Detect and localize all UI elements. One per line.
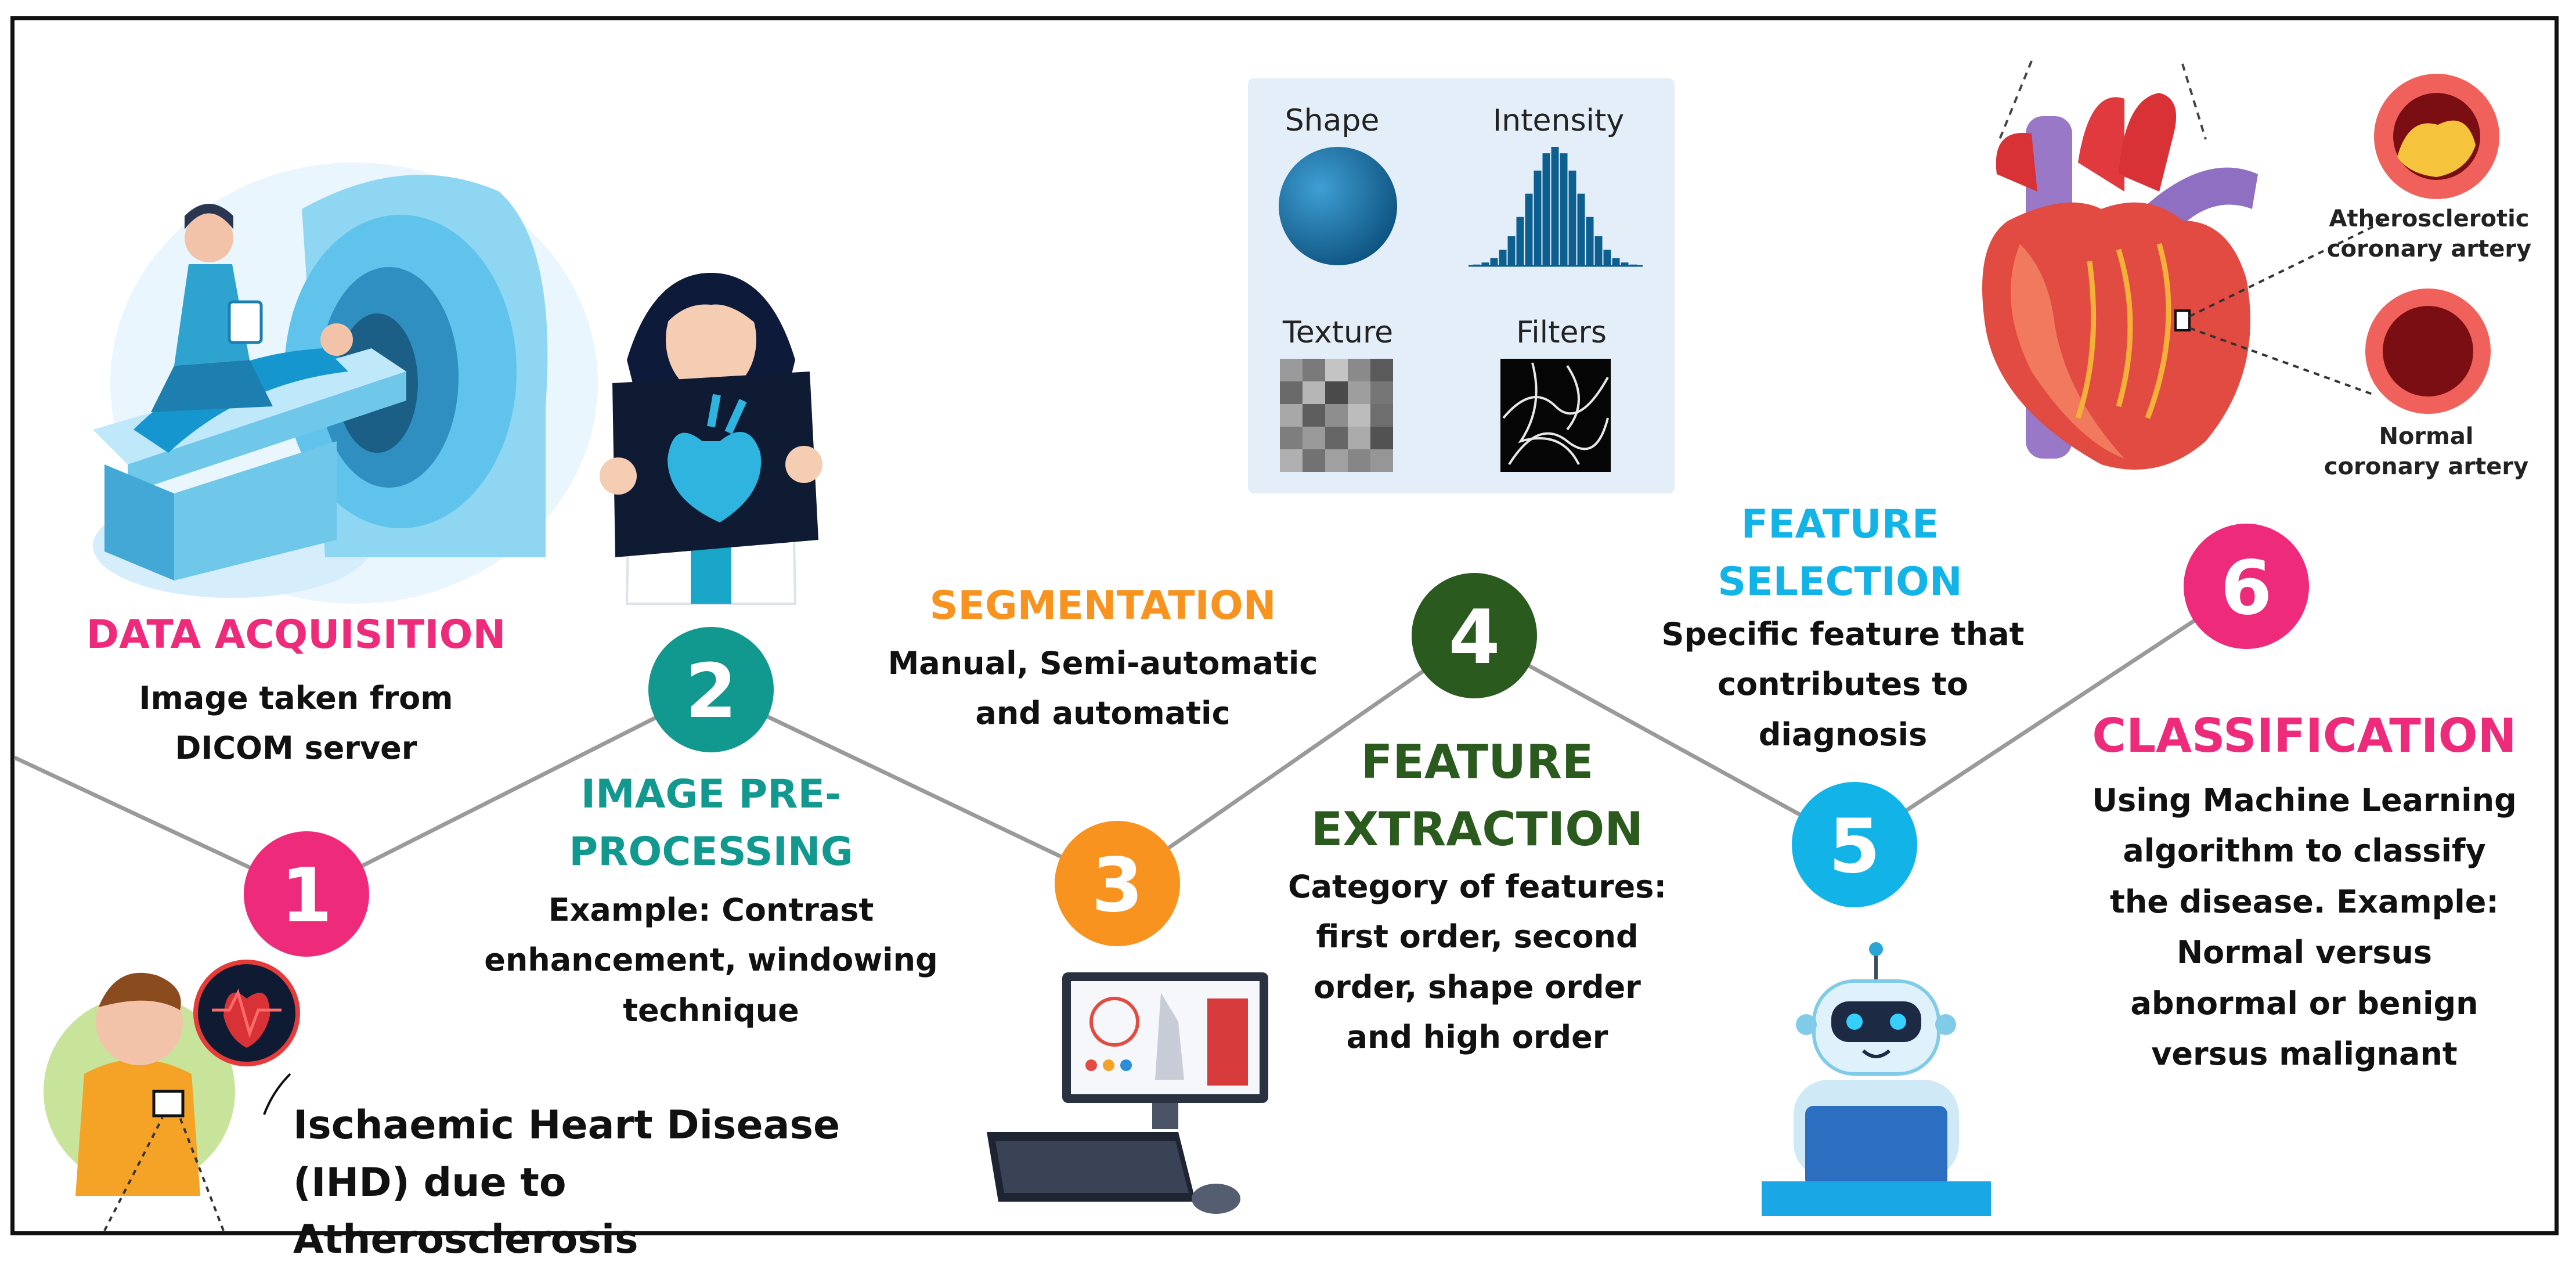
doctor-xray-illustration xyxy=(600,273,822,605)
feature-texture-label: Texture xyxy=(1282,315,1393,350)
step-node-1: 1 xyxy=(244,831,369,957)
computer-monitor-illustration xyxy=(987,972,1268,1214)
robot-laptop-illustration xyxy=(1762,942,1991,1216)
step-1-description: Image taken from DICOM server xyxy=(139,680,453,767)
step-3-title: SEGMENTATION xyxy=(929,583,1276,629)
step-number-6: 6 xyxy=(2220,545,2272,632)
feature-panel: Shape Intensity Texture Filters xyxy=(1248,78,1675,493)
step-number-5: 5 xyxy=(1828,803,1880,890)
step-6-title: CLASSIFICATION xyxy=(2092,709,2517,763)
step-5-title: FEATURE SELECTION xyxy=(1718,502,1962,605)
filters-edge-icon xyxy=(1500,359,1611,472)
normal-label-line1: Normal xyxy=(2379,423,2473,450)
step-node-3: 3 xyxy=(1055,821,1180,946)
step-node-4: 4 xyxy=(1412,573,1537,698)
step-number-1: 1 xyxy=(280,853,332,939)
step-4-title: FEATURE EXTRACTION xyxy=(1311,735,1644,856)
disease-caption: Ischaemic Heart Disease (IHD) due to Ath… xyxy=(293,1102,840,1263)
step-4-description: Category of features: first order, secon… xyxy=(1287,868,1667,1056)
feature-filters-label: Filters xyxy=(1516,315,1607,350)
step-node-6: 6 xyxy=(2184,524,2309,649)
step-number-3: 3 xyxy=(1091,842,1143,929)
normal-label-line2: coronary artery xyxy=(2324,453,2528,480)
ct-scanner-illustration xyxy=(93,163,598,604)
step-6-description: Using Machine Learning algorithm to clas… xyxy=(2092,782,2517,1073)
normal-artery-icon xyxy=(2365,289,2491,414)
step-number-2: 2 xyxy=(685,648,737,735)
step-number-4: 4 xyxy=(1448,594,1500,681)
step-3-description: Manual, Semi-automatic and automatic xyxy=(887,645,1318,732)
step-5-description: Specific feature that contributes to dia… xyxy=(1661,616,2025,753)
heart-anatomy-illustration: Atherosclerotic coronary artery Normal c… xyxy=(1982,60,2531,480)
atherosclerotic-label-line2: coronary artery xyxy=(2327,236,2531,262)
step-node-2: 2 xyxy=(648,627,774,752)
atherosclerotic-artery-icon xyxy=(2374,74,2499,199)
step-2-title: IMAGE PRE-PROCESSING xyxy=(569,772,853,875)
shape-sphere-icon xyxy=(1279,147,1397,265)
feature-intensity-label: Intensity xyxy=(1493,103,1624,138)
texture-grid-icon xyxy=(1280,359,1393,472)
step-node-5: 5 xyxy=(1792,782,1917,907)
diagram-frame xyxy=(10,16,2559,1235)
intensity-histogram-icon xyxy=(1469,147,1643,267)
step-2-description: Example: Contrast enhancement, windowing… xyxy=(484,892,938,1029)
chest-pain-patient-illustration xyxy=(44,960,300,1231)
step-1-title: DATA ACQUISITION xyxy=(86,612,506,658)
atherosclerotic-label-line1: Atherosclerotic xyxy=(2329,206,2530,232)
feature-shape-label: Shape xyxy=(1285,103,1380,138)
